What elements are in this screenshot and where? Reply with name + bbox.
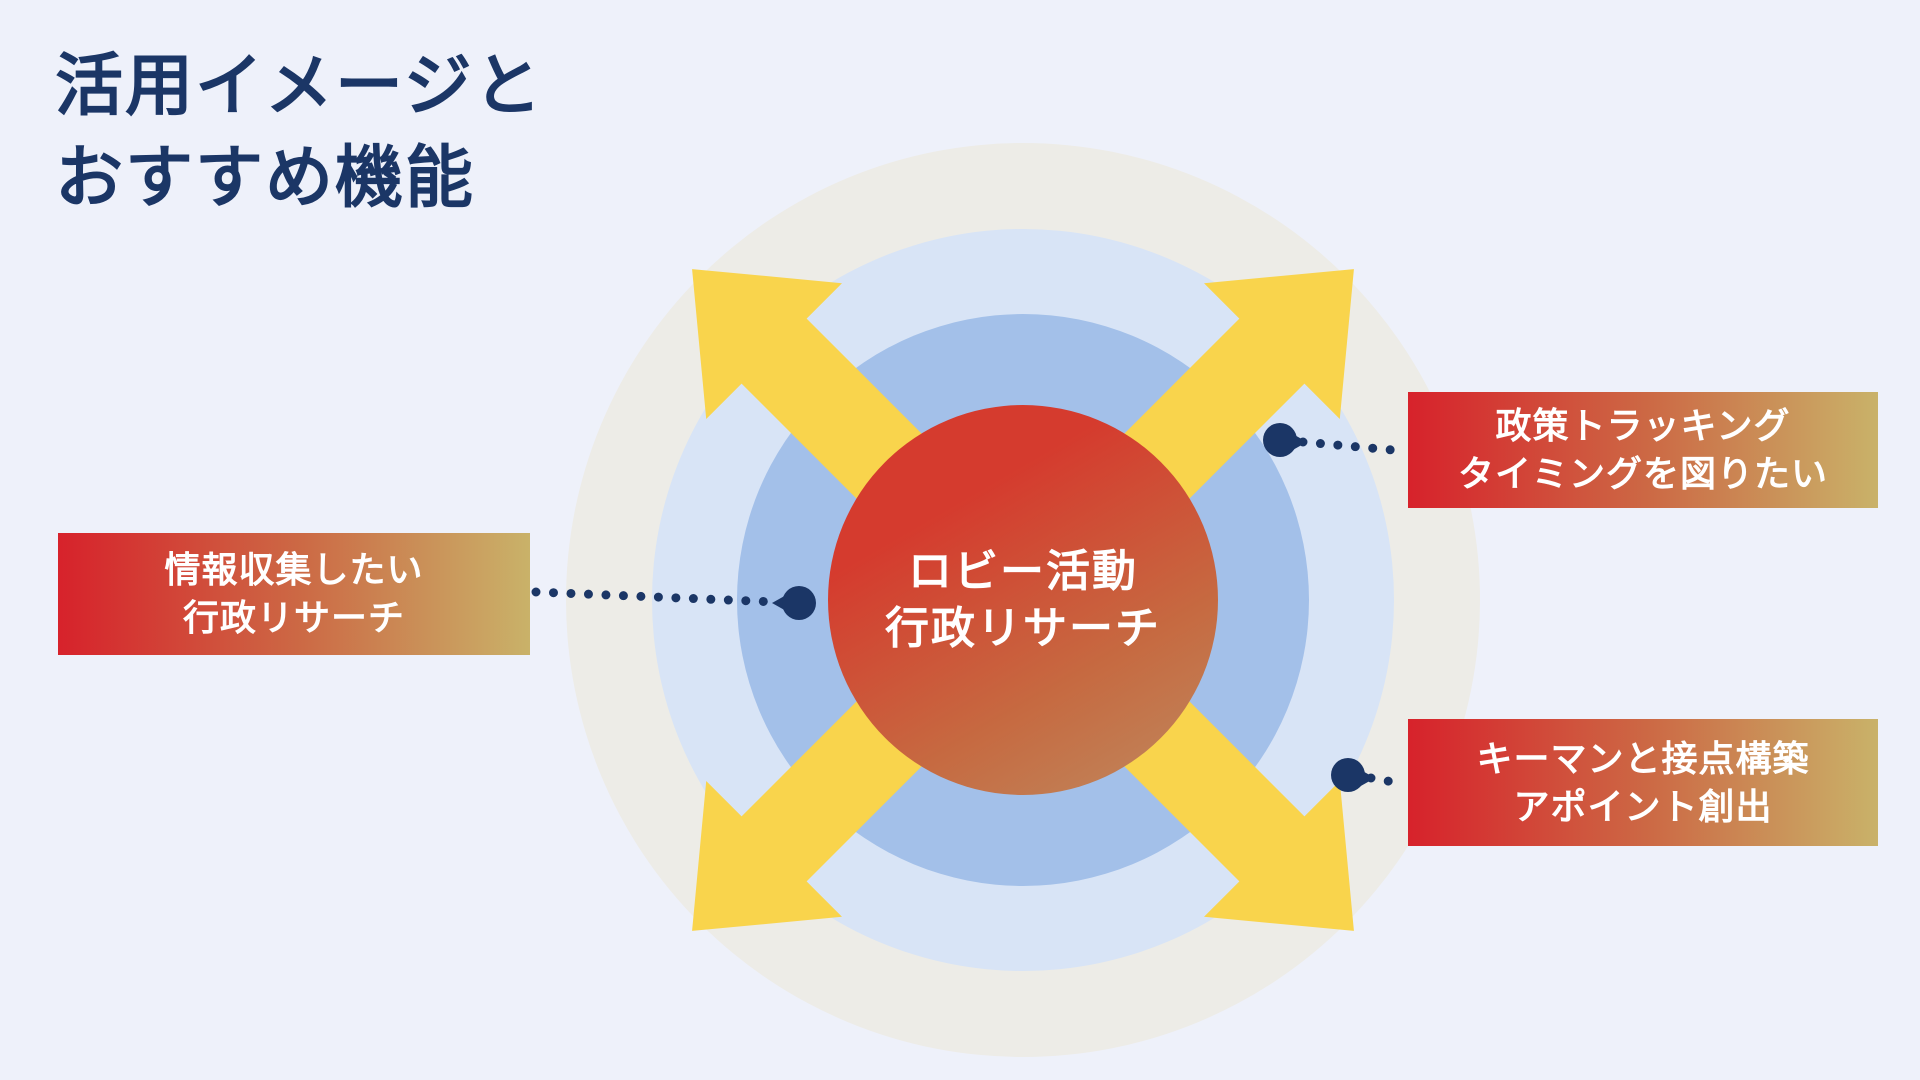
label-keyman-contact: キーマンと接点構築 アポイント創出 [1408,719,1878,846]
page-title-line-1: 活用イメージと [55,48,544,124]
label-line: 政策トラッキング [1495,405,1791,447]
label-policy-tracking: 政策トラッキング タイミングを図りたい [1408,392,1878,508]
label-line: キーマンと接点構築 [1476,737,1810,779]
page-title-line-2: おすすめ機能 [55,140,476,217]
center-topic-circle: ロビー活動 行政リサーチ [828,405,1218,795]
label-line: アポイント創出 [1513,785,1773,827]
label-line: 行政リサーチ [182,597,405,638]
page-title: 活用イメージと おすすめ機能 [55,40,544,225]
center-topic-line-1: ロビー活動 [908,546,1138,596]
label-info-gathering: 情報収集したい 行政リサーチ [58,533,530,655]
center-topic-line-2: 行政リサーチ [885,604,1161,653]
label-line: タイミングを図りたい [1457,453,1828,494]
label-line: 情報収集したい [164,549,424,591]
